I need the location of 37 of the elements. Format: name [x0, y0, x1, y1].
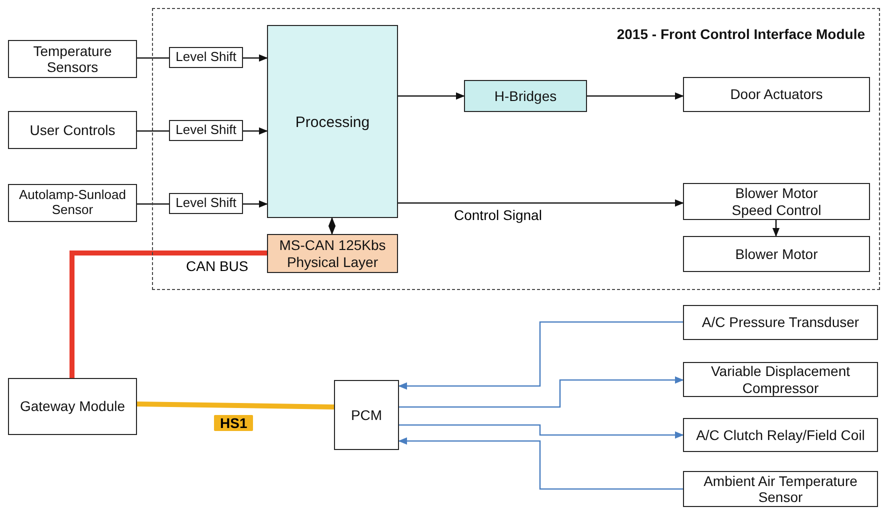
edge-label: Control Signal [452, 207, 544, 223]
bus-line [70, 250, 267, 378]
arrow [398, 321, 683, 390]
component-box: Gateway Module [8, 378, 137, 435]
component-box: Blower Motor [683, 236, 870, 272]
component-box: PCM [334, 380, 399, 450]
arrow [398, 199, 684, 207]
component-box: A/C Clutch Relay/Field Coil [683, 418, 878, 452]
component-box: H-Bridges [464, 80, 587, 112]
component-box: Temperature Sensors [8, 40, 137, 78]
module-title: 2015 - Front Control Interface Module [616, 26, 865, 42]
arrow [243, 127, 268, 135]
arrow [587, 92, 684, 100]
arrow [328, 217, 336, 235]
component-box: Ambient Air Temperature Sensor [683, 471, 878, 507]
arrow [399, 376, 684, 408]
component-box: Variable Displacement Compressor [683, 362, 878, 397]
component-box: Level Shift [169, 120, 243, 141]
bus-line [136, 402, 334, 410]
component-box: A/C Pressure Transduser [683, 305, 878, 340]
arrow [772, 220, 780, 237]
arrow [243, 54, 268, 62]
component-box: Door Actuators [683, 77, 870, 112]
component-box: Level Shift [169, 193, 243, 214]
arrow [398, 92, 465, 100]
edge-label: HS1 [214, 415, 254, 431]
arrow [243, 200, 268, 208]
edge-label: CAN BUS [184, 258, 250, 274]
component-box: Level Shift [169, 47, 243, 68]
arrow [398, 437, 683, 490]
component-box: User Controls [8, 111, 137, 149]
processing-block: Processing [267, 25, 398, 218]
component-box: Blower Motor Speed Control [683, 183, 870, 220]
module-boundary [152, 8, 880, 290]
physical-layer-block: MS-CAN 125Kbs Physical Layer [267, 234, 398, 273]
component-box: Autolamp-Sunload Sensor [8, 184, 137, 222]
arrow [399, 424, 684, 439]
